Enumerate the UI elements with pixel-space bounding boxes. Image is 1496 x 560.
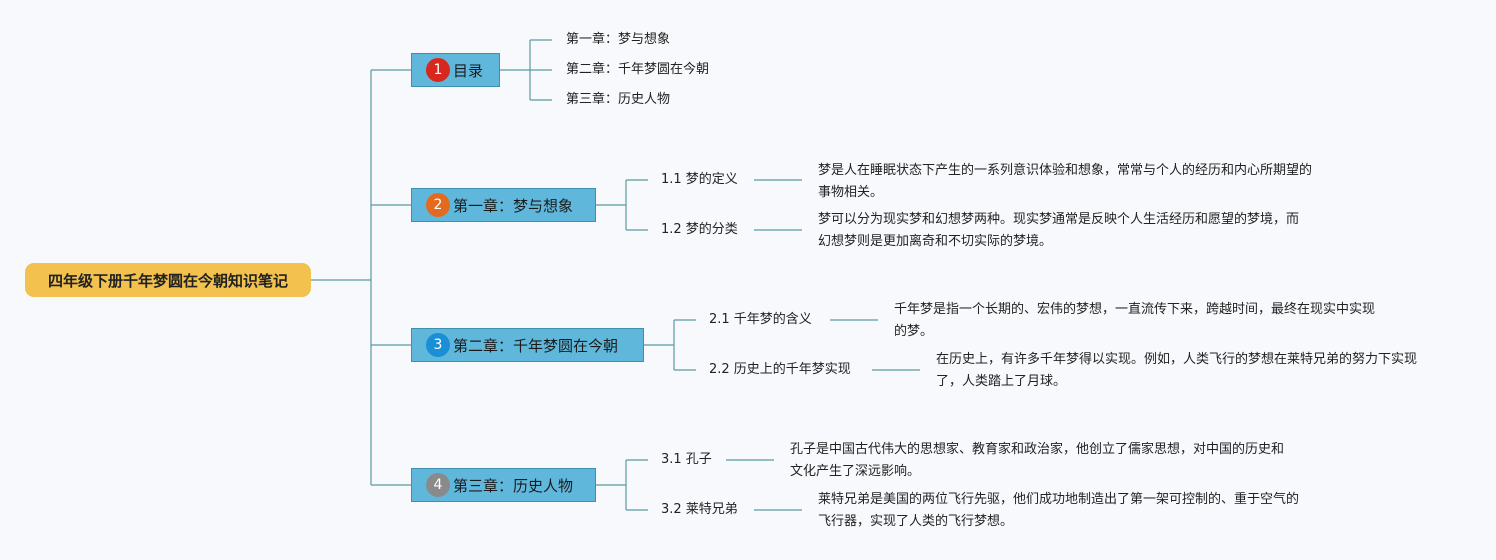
branch-chapter-1[interactable]: 2 第一章：梦与想象 [411, 188, 596, 222]
number-badge-2-icon: 2 [426, 193, 450, 217]
branch-toc[interactable]: 1 目录 [411, 53, 500, 87]
note-1-2[interactable]: 梦可以分为现实梦和幻想梦两种。现实梦通常是反映个人生活经历和愿望的梦境，而幻想梦… [818, 212, 1300, 249]
subtopic-3-1[interactable]: 3.1 孔子 [661, 452, 712, 467]
note-3-1[interactable]: 孔子是中国古代伟大的思想家、教育家和政治家，他创立了儒家思想，对中国的历史和文化… [790, 442, 1285, 479]
branch-chapter-3[interactable]: 4 第三章：历史人物 [411, 468, 596, 502]
note-3-2[interactable]: 莱特兄弟是美国的两位飞行先驱，他们成功地制造出了第一架可控制的、重于空气的飞行器… [818, 492, 1300, 529]
branch-label: 第三章：历史人物 [453, 476, 574, 495]
number-badge-4-icon: 4 [426, 473, 450, 497]
branch-label: 目录 [453, 61, 484, 80]
subtopic-2-2[interactable]: 2.2 历史上的千年梦实现 [709, 362, 851, 377]
subtopic-1-1[interactable]: 1.1 梦的定义 [661, 172, 738, 187]
branch-label: 第二章：千年梦圆在今朝 [453, 336, 619, 355]
number-badge-3-icon: 3 [426, 333, 450, 357]
branch-label: 第一章：梦与想象 [453, 196, 574, 215]
note-2-1[interactable]: 千年梦是指一个长期的、宏伟的梦想，一直流传下来，跨越时间，最终在现实中实现的梦。 [894, 302, 1376, 339]
subtopic-toc-3[interactable]: 第三章：历史人物 [566, 92, 671, 107]
subtopic-1-2[interactable]: 1.2 梦的分类 [661, 222, 738, 237]
note-2-2[interactable]: 在历史上，有许多千年梦得以实现。例如，人类飞行的梦想在莱特兄弟的努力下实现了，人… [936, 352, 1418, 389]
subtopic-toc-2[interactable]: 第二章：千年梦圆在今朝 [566, 62, 710, 77]
number-badge-1-icon: 1 [426, 58, 450, 82]
subtopic-2-1[interactable]: 2.1 千年梦的含义 [709, 312, 812, 327]
branch-chapter-2[interactable]: 3 第二章：千年梦圆在今朝 [411, 328, 644, 362]
subtopic-3-2[interactable]: 3.2 莱特兄弟 [661, 502, 738, 517]
subtopic-toc-1[interactable]: 第一章：梦与想象 [566, 32, 671, 47]
note-1-1[interactable]: 梦是人在睡眠状态下产生的一系列意识体验和想象，常常与个人的经历和内心所期望的事物… [818, 163, 1313, 200]
root-topic[interactable]: 四年级下册千年梦圆在今朝知识笔记 [25, 263, 311, 297]
